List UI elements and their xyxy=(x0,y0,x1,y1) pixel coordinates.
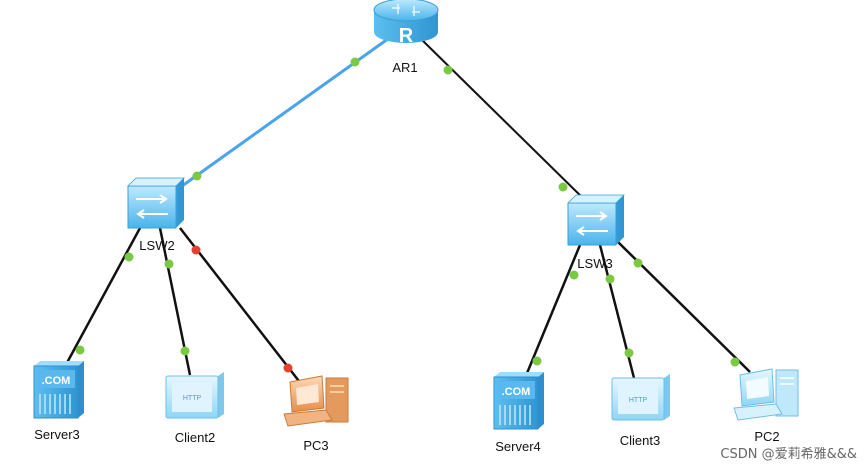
server-icon: .COM xyxy=(33,361,84,419)
device-label-lsw3: LSW3 xyxy=(577,256,612,271)
port-status-up xyxy=(532,356,542,366)
port-status-up xyxy=(624,348,634,358)
port-status-up xyxy=(605,274,615,284)
watermark: CSDN @爱莉希雅&&& xyxy=(720,447,857,462)
router-icon: R xyxy=(373,0,439,47)
device-label-server4: Server4 xyxy=(495,439,541,454)
server-text: .COM xyxy=(42,375,71,387)
client-icon: HTTP xyxy=(611,374,670,421)
client-client2[interactable]: HTTP Client2 xyxy=(165,372,224,445)
switch-lsw3[interactable]: LSW3 xyxy=(567,194,625,271)
device-label-client3: Client3 xyxy=(620,433,660,448)
device-label-pc2: PC2 xyxy=(754,429,779,444)
port-status-up xyxy=(569,270,579,280)
link-lsw3-server4[interactable] xyxy=(523,244,582,379)
client-client3[interactable]: HTTP Client3 xyxy=(611,374,670,448)
port-status-down xyxy=(283,363,293,373)
device-label-pc3: PC3 xyxy=(303,438,328,453)
port-status-up xyxy=(443,65,453,75)
link-lsw2-server3[interactable] xyxy=(60,227,142,373)
pc-pc3[interactable]: PC3 xyxy=(283,375,349,453)
port-status-up xyxy=(164,259,174,269)
switch-icon xyxy=(567,194,625,246)
switch-icon xyxy=(127,177,185,229)
link-ar1-lsw3[interactable] xyxy=(419,37,591,206)
link-ar1-lsw2[interactable] xyxy=(181,34,393,188)
switch-lsw2[interactable]: LSW2 xyxy=(127,177,185,253)
pc-pc2[interactable]: PC2 xyxy=(733,368,799,444)
router-glyph: R xyxy=(399,25,414,47)
port-status-up xyxy=(75,345,85,355)
port-status-up xyxy=(192,171,202,181)
server-text: .COM xyxy=(502,386,531,398)
port-status-up xyxy=(124,252,134,262)
port-status-up xyxy=(633,258,643,268)
pc-icon xyxy=(283,375,349,427)
link-lsw2-pc3[interactable] xyxy=(179,227,303,386)
router-ar1[interactable]: R AR1 xyxy=(373,0,439,75)
client-text: HTTP xyxy=(629,397,648,404)
device-label-client2: Client2 xyxy=(175,430,215,445)
server-server3[interactable]: .COM Server3 xyxy=(33,361,84,442)
server-icon: .COM xyxy=(493,372,544,430)
client-icon: HTTP xyxy=(165,372,224,419)
client-text: HTTP xyxy=(183,395,202,402)
port-status-up xyxy=(350,57,360,67)
pc-icon xyxy=(733,368,799,421)
port-status-up xyxy=(180,346,190,356)
port-status-up xyxy=(730,357,740,367)
server-server4[interactable]: .COM Server4 xyxy=(493,372,544,454)
device-label-ar1: AR1 xyxy=(392,60,417,75)
device-label-lsw2: LSW2 xyxy=(139,238,174,253)
device-label-server3: Server3 xyxy=(34,427,80,442)
port-status-down xyxy=(191,245,201,255)
port-status-up xyxy=(558,182,568,192)
